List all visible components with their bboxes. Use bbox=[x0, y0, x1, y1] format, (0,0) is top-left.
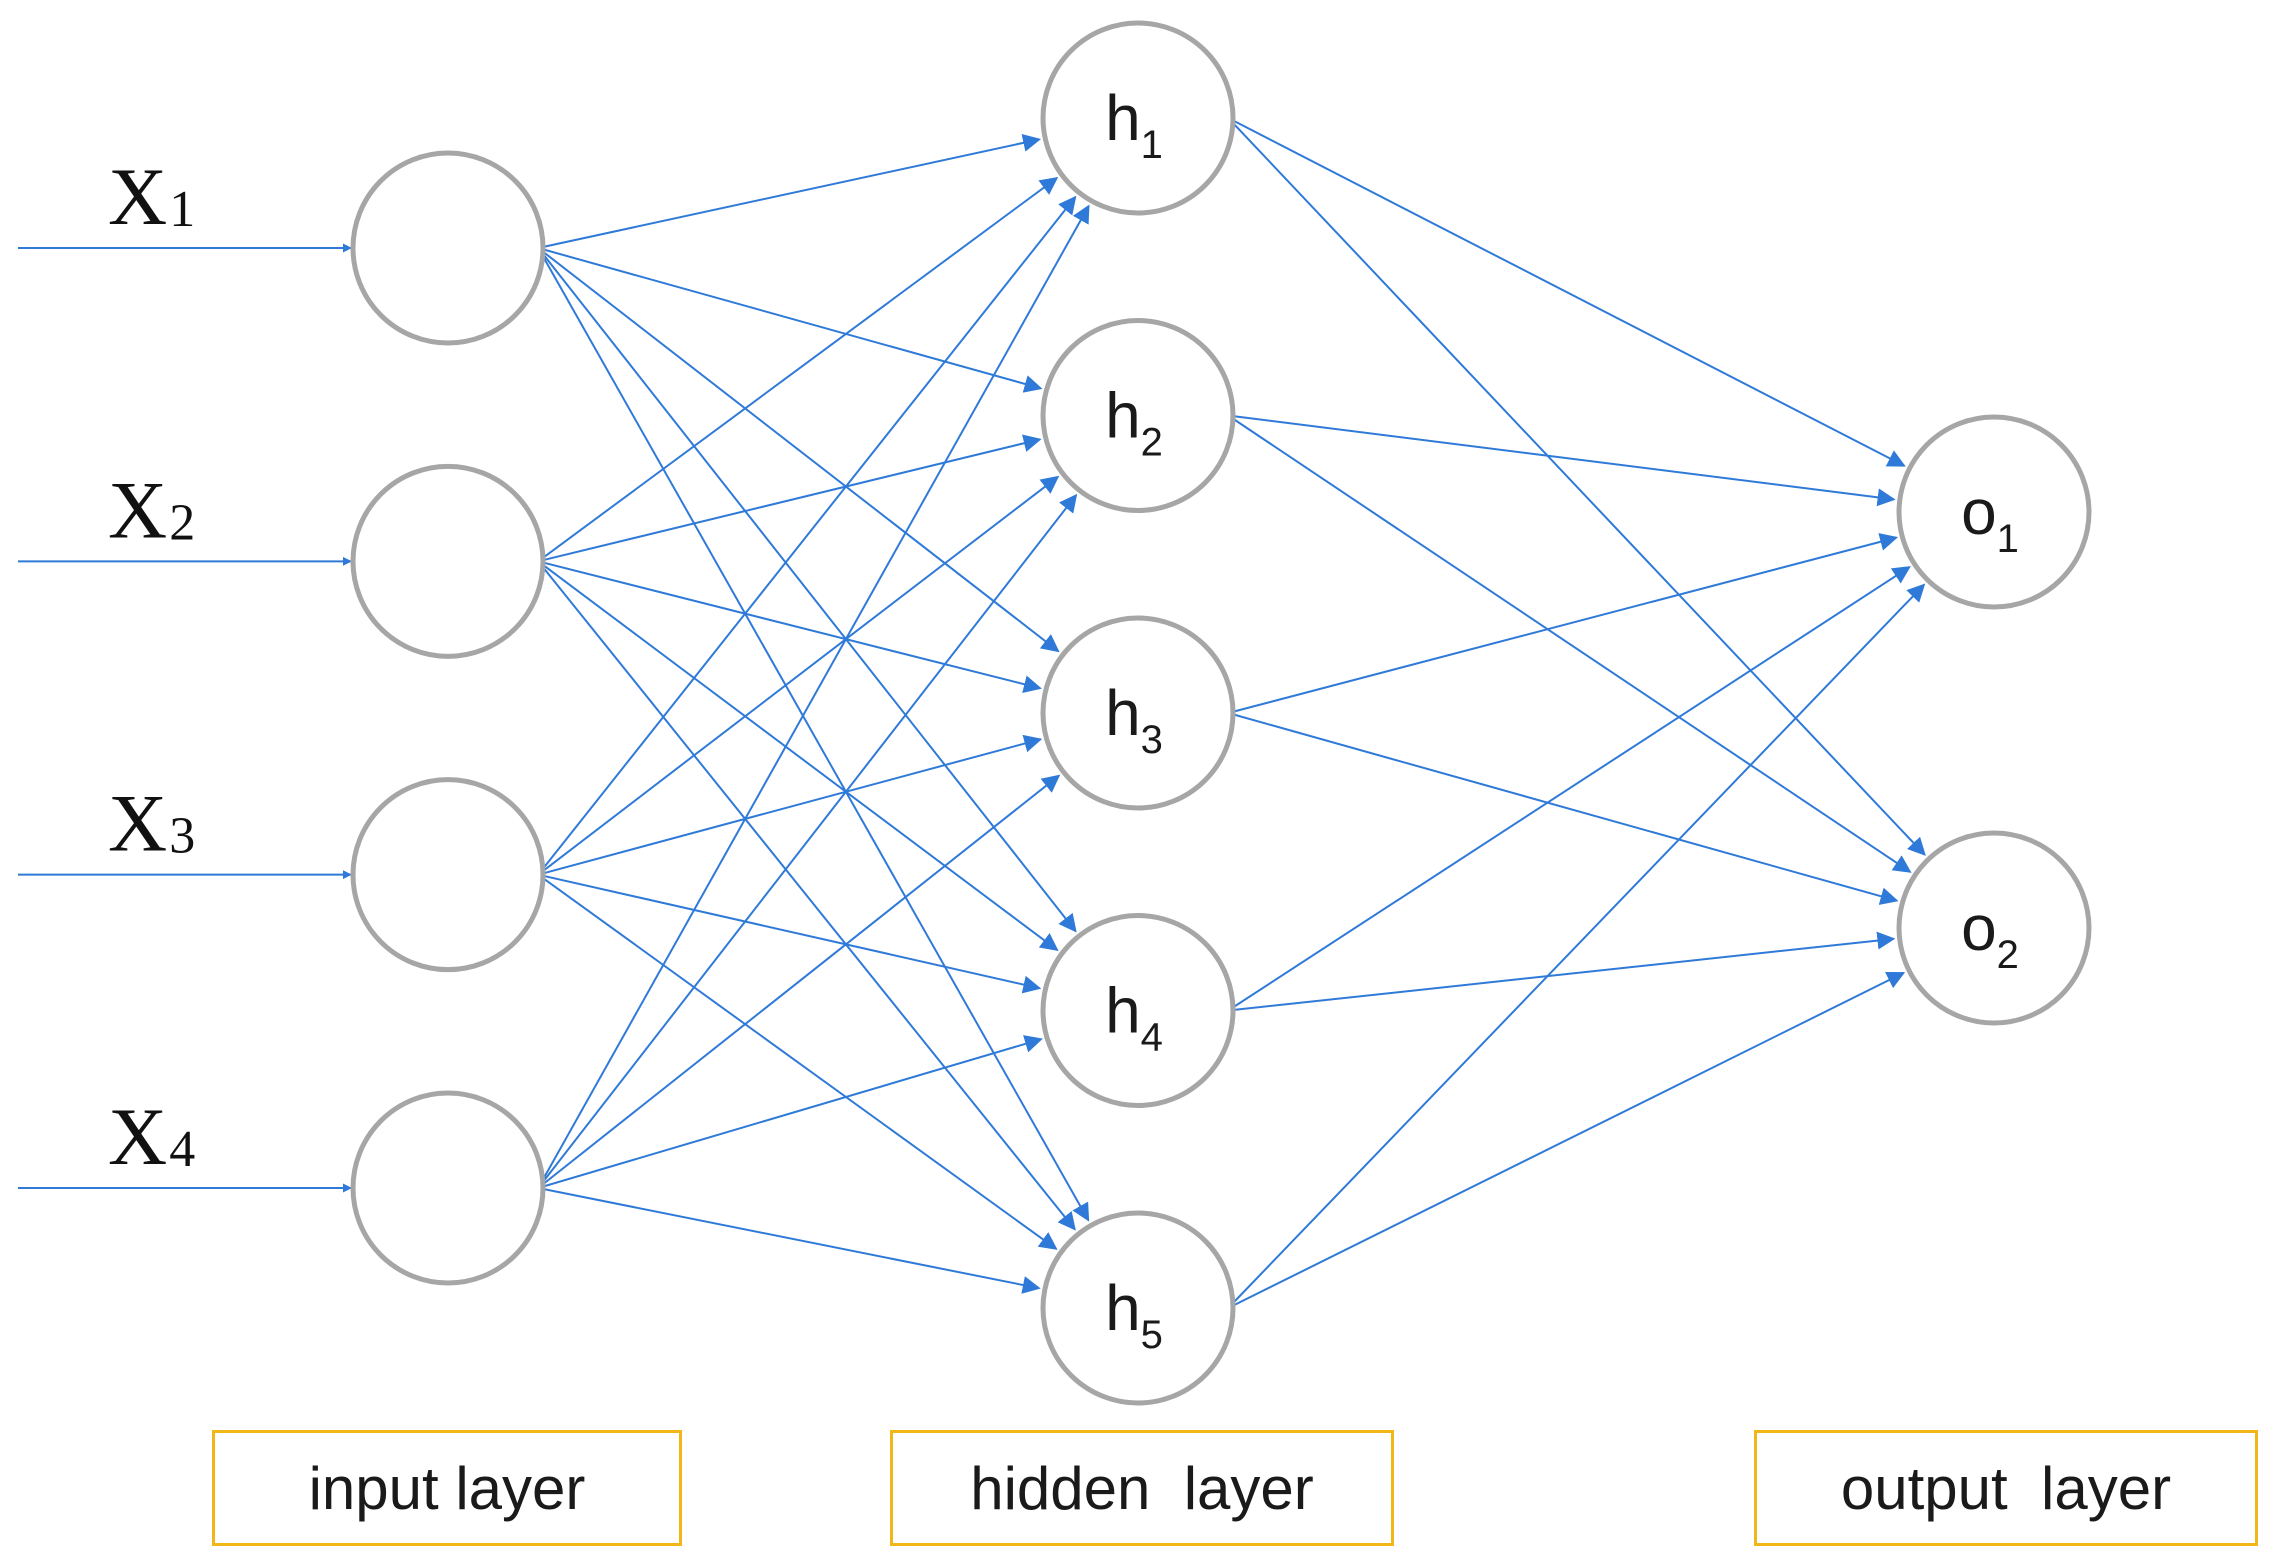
input-label-1-subscript: 1 bbox=[169, 181, 195, 238]
edge-input3-hidden4 bbox=[538, 873, 1042, 994]
output-node-label-2-base: o bbox=[1961, 892, 1997, 964]
input-label-3-subscript: 3 bbox=[169, 808, 195, 865]
edge-input2-hidden3 bbox=[538, 560, 1042, 693]
output-node-2 bbox=[1896, 830, 2092, 1026]
edge-input3-hidden2 bbox=[537, 475, 1060, 876]
hidden-node-label-3-subscript: 3 bbox=[1141, 718, 1163, 762]
output-node-label-2: o2 bbox=[1961, 892, 2019, 977]
hidden-node-label-3-base: h bbox=[1105, 677, 1141, 749]
edge-input4-hidden3 bbox=[537, 774, 1061, 1189]
edge-input2-hidden4 bbox=[537, 560, 1059, 952]
edge-input2-hidden1 bbox=[537, 176, 1059, 563]
output-node-label-1-subscript: 1 bbox=[1997, 517, 2019, 561]
output-layer-label: output layer bbox=[1754, 1430, 2258, 1546]
edge-hidden5-output1 bbox=[1227, 583, 1926, 1309]
edge-input1-hidden4 bbox=[537, 247, 1077, 933]
edge-hidden4-output1 bbox=[1227, 566, 1911, 1012]
hidden-node-4 bbox=[1040, 913, 1236, 1108]
hidden-node-label-4-base: h bbox=[1105, 975, 1141, 1047]
edge-input2-hidden5 bbox=[537, 560, 1076, 1231]
edge-input2-hidden2 bbox=[538, 434, 1042, 563]
hidden-node-label-4: h4 bbox=[1105, 975, 1163, 1060]
input-label-4-base: X bbox=[108, 1091, 167, 1182]
output-node-label-1-base: o bbox=[1961, 476, 1997, 548]
input-node-1 bbox=[350, 150, 546, 346]
hidden-node-label-2: h2 bbox=[1105, 380, 1163, 465]
input-node-4 bbox=[350, 1090, 546, 1286]
edge-hidden4-output2 bbox=[1228, 931, 1896, 1012]
input-node-3 bbox=[350, 777, 546, 973]
edge-input4-hidden2 bbox=[537, 493, 1078, 1189]
edge-input3-hidden3 bbox=[537, 734, 1043, 876]
edge-input3-hidden1 bbox=[537, 195, 1077, 876]
input-node-2 bbox=[350, 463, 546, 659]
hidden-node-label-2-base: h bbox=[1105, 380, 1141, 452]
nodes-layer bbox=[350, 20, 2092, 1406]
input-layer-label: input layer bbox=[212, 1430, 682, 1546]
hidden-node-label-1-subscript: 1 bbox=[1141, 123, 1163, 167]
hidden-node-label-4-subscript: 4 bbox=[1141, 1016, 1163, 1060]
output-node-label-1: o1 bbox=[1961, 476, 2019, 561]
edge-input1-hidden5 bbox=[537, 247, 1090, 1222]
input-label-1-base: X bbox=[108, 151, 167, 242]
edge-input3-hidden5 bbox=[537, 873, 1058, 1250]
input-label-2-subscript: 2 bbox=[169, 494, 195, 551]
edge-hidden1-output2 bbox=[1227, 117, 1926, 856]
output-node-label-2-subscript: 2 bbox=[1997, 933, 2019, 977]
input-label-2: X2 bbox=[108, 464, 195, 555]
edge-hidden1-output1 bbox=[1227, 117, 1906, 467]
edge-hidden3-output2 bbox=[1227, 712, 1899, 905]
hidden-node-label-2-subscript: 2 bbox=[1141, 421, 1163, 465]
input-label-4-subscript: 4 bbox=[169, 1121, 195, 1178]
input-label-3: X3 bbox=[108, 778, 195, 869]
edge-input4-hidden4 bbox=[537, 1035, 1043, 1189]
edge-hidden3-output1 bbox=[1227, 533, 1899, 714]
hidden-node-label-1: h1 bbox=[1105, 82, 1163, 167]
hidden-node-label-1-base: h bbox=[1105, 82, 1141, 154]
hidden-node-label-3: h3 bbox=[1105, 677, 1163, 762]
hidden-node-5 bbox=[1040, 1210, 1236, 1406]
input-label-4: X4 bbox=[108, 1091, 195, 1182]
hidden-node-label-5-base: h bbox=[1105, 1272, 1141, 1344]
edge-input4-hidden1 bbox=[537, 204, 1090, 1189]
hidden-node-3 bbox=[1040, 615, 1236, 811]
hidden-node-2 bbox=[1040, 318, 1236, 513]
edge-input4-hidden5 bbox=[538, 1187, 1041, 1294]
edge-hidden5-output2 bbox=[1227, 972, 1906, 1309]
edge-input1-hidden1 bbox=[538, 134, 1042, 249]
hidden-node-label-5: h5 bbox=[1105, 1272, 1163, 1357]
edge-hidden2-output1 bbox=[1228, 414, 1896, 507]
input-label-3-base: X bbox=[108, 778, 167, 869]
edge-input1-hidden3 bbox=[537, 247, 1060, 653]
hidden-layer-label: hidden layer bbox=[890, 1430, 1394, 1546]
edges-layer bbox=[18, 117, 1926, 1309]
edge-hidden2-output2 bbox=[1227, 414, 1912, 873]
hidden-node-1 bbox=[1040, 20, 1236, 216]
input-label-2-base: X bbox=[108, 464, 167, 555]
hidden-node-label-5-subscript: 5 bbox=[1141, 1313, 1163, 1357]
edge-input1-hidden2 bbox=[537, 247, 1043, 393]
output-node-1 bbox=[1896, 414, 2092, 610]
input-label-1: X1 bbox=[108, 151, 195, 242]
